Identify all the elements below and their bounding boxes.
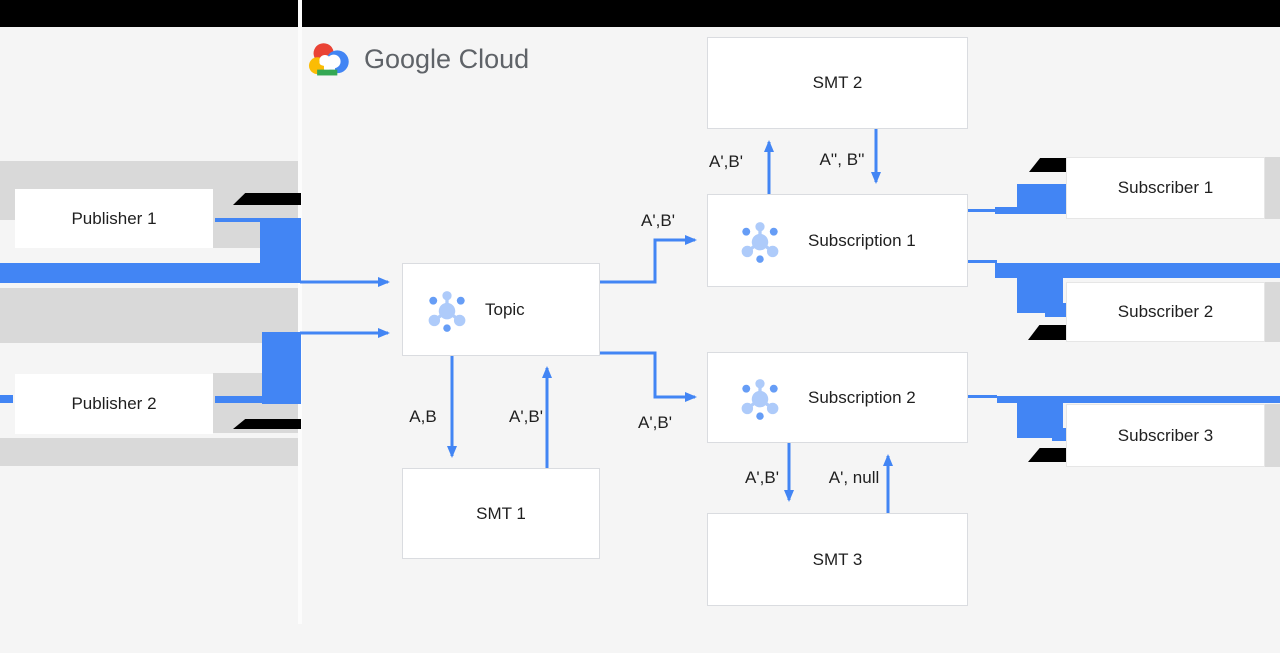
google-cloud-logo-text: Google Cloud <box>364 43 530 74</box>
node-label: Subscriber 3 <box>1117 425 1214 445</box>
node-topic: Topic <box>402 263 600 356</box>
edge-topic-to-subscription1 <box>600 235 697 284</box>
node-subscriber-3: Subscriber 3 <box>1066 404 1265 467</box>
edge-label-subscription2-to-smt3: A',B' <box>745 468 779 487</box>
blue-artifact <box>215 396 263 403</box>
black-artifact <box>1028 448 1067 462</box>
gray-band <box>0 438 298 466</box>
node-label: Topic <box>485 299 525 319</box>
node-smt-2: SMT 2 <box>707 37 968 129</box>
node-label: Subscription 2 <box>808 387 916 407</box>
google-cloud-logo: Google Cloud <box>308 40 529 78</box>
blue-artifact <box>968 209 997 212</box>
pubsub-subscription-icon <box>741 221 779 263</box>
node-label: SMT 3 <box>812 549 863 569</box>
blue-artifact <box>1045 303 1066 317</box>
node-subscriber-2: Subscriber 2 <box>1066 282 1265 342</box>
edge-label-topic-to-smt1: A,B <box>409 407 437 426</box>
edge-label-topic-to-subscription2: A',B' <box>638 413 672 432</box>
edge-label-smt2-to-subscription1: A'', B'' <box>819 150 865 169</box>
edge-label-topic-to-subscription1: A',B' <box>641 211 675 230</box>
black-artifact <box>1028 325 1066 340</box>
node-label: SMT 2 <box>812 73 863 92</box>
blue-artifact <box>262 332 301 404</box>
node-label: SMT 1 <box>476 503 526 523</box>
pubsub-topic-icon <box>428 290 466 332</box>
blue-artifact <box>215 218 260 222</box>
top-black-bar-right <box>302 0 1280 27</box>
blue-artifact <box>260 218 301 283</box>
pubsub-subscription-icon <box>741 378 779 420</box>
blue-artifact <box>1052 428 1066 441</box>
blue-artifact <box>1017 184 1066 214</box>
node-subscriber-1: Subscriber 1 <box>1066 157 1265 219</box>
google-cloud-icon <box>308 42 349 75</box>
node-label: Subscription 1 <box>808 230 916 250</box>
node-publisher-1: Publisher 1 <box>15 189 213 248</box>
black-artifact <box>1029 158 1066 172</box>
blue-artifact <box>997 396 1280 403</box>
blue-artifact <box>0 263 260 283</box>
black-artifact <box>233 193 301 205</box>
black-artifact <box>233 419 301 429</box>
blue-artifact <box>995 263 1280 278</box>
node-smt-1: SMT 1 <box>402 468 600 559</box>
column-divider <box>298 0 302 624</box>
gray-tab <box>1265 404 1280 467</box>
gray-band <box>0 288 298 343</box>
blue-artifact <box>995 207 1017 214</box>
edge-label-smt3-to-subscription2: A', null <box>828 468 880 487</box>
node-label: Subscriber 2 <box>1117 302 1214 321</box>
edge-topic-to-subscription2 <box>600 351 697 402</box>
top-black-bar-left <box>0 0 298 27</box>
node-label: Publisher 2 <box>71 394 157 413</box>
node-label: Publisher 1 <box>71 208 157 228</box>
gray-tab <box>1265 282 1280 342</box>
node-publisher-2: Publisher 2 <box>15 374 213 434</box>
blue-artifact <box>968 395 997 398</box>
node-smt-3: SMT 3 <box>707 513 968 606</box>
blue-artifact <box>0 395 13 403</box>
node-subscription-1: Subscription 1 <box>707 194 968 287</box>
blue-artifact <box>968 260 997 263</box>
edge-label-smt1-to-topic: A',B' <box>509 407 543 426</box>
edge-label-subscription1-to-smt2: A',B' <box>709 152 743 171</box>
node-subscription-2: Subscription 2 <box>707 352 968 443</box>
node-label: Subscriber 1 <box>1117 178 1214 197</box>
gray-tab <box>1265 157 1280 219</box>
